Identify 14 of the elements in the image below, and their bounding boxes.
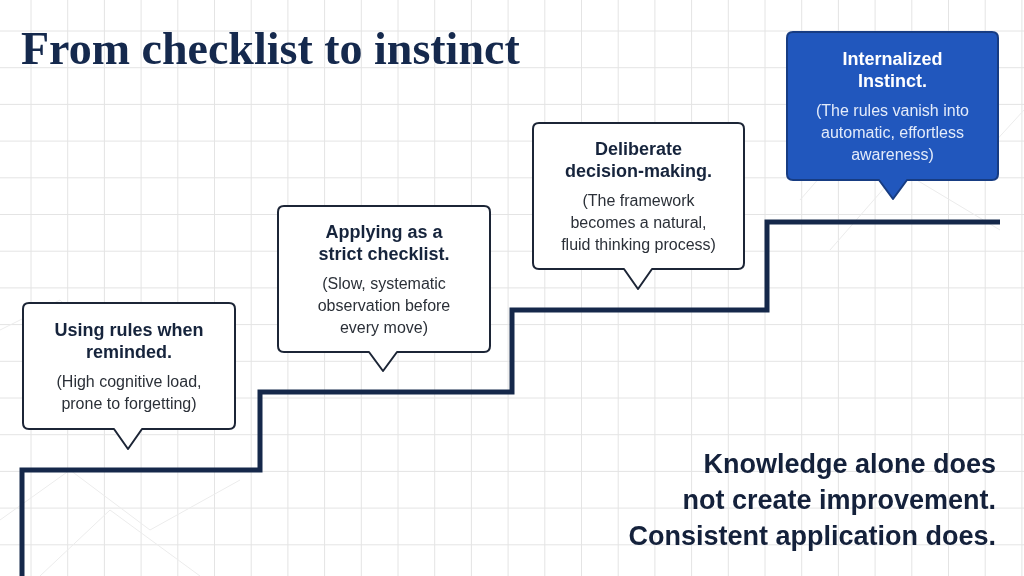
callout-text: (Slow, systematic observation before every move) — [317, 274, 451, 338]
callout-heading: Applying as a strict checklist. — [318, 221, 450, 265]
slide-title: From checklist to instinct — [21, 22, 520, 76]
speech-bubble — [532, 122, 745, 290]
takeaway-text: Knowledge alone does not create improvement. Consistent application does. — [628, 448, 996, 553]
callout-text: (The rules vanish into automatic, effortless awareness) — [816, 101, 969, 165]
callout-text: (The framework becomes a natural, fluid thinking process) — [561, 191, 716, 255]
speech-bubble — [277, 205, 491, 372]
callout-text: (High cognitive load, prone to forgetting) — [56, 372, 202, 414]
speech-bubble — [22, 302, 236, 450]
speech-bubble — [786, 31, 999, 200]
callout-heading: Internalized Instinct. — [842, 48, 943, 92]
callout-heading: Using rules when reminded. — [54, 319, 204, 363]
callout-heading: Deliberate decision-making. — [564, 138, 712, 182]
